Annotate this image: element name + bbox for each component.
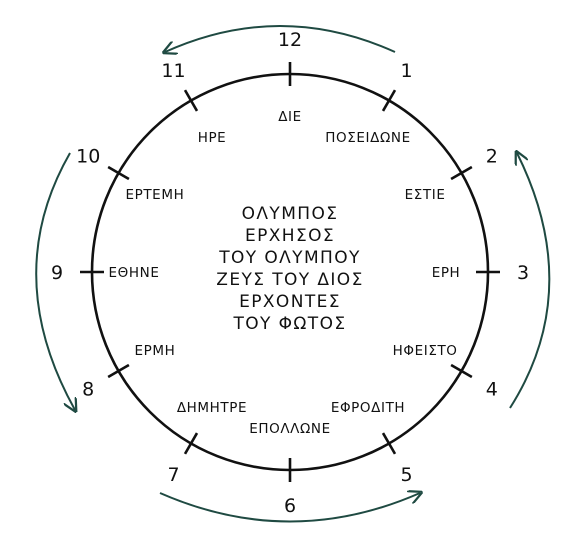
hour-number: 9 (51, 262, 63, 284)
hour-number: 8 (82, 379, 94, 401)
center-line: ΕΡΧΗΣΟΣ (245, 226, 335, 246)
center-line: ΖΕΥΣ ΤΟΥ ΔΙΟΣ (216, 270, 363, 290)
hour-deity-name: ΠΟΣΕΙΔΩΝΕ (325, 130, 410, 146)
hour-deity-name: ΔΗΜΗΤΡΕ (177, 400, 247, 416)
hour-deity-name: ΕΦΡΟΔΙΤΗ (331, 400, 405, 416)
hour-tick (450, 363, 473, 379)
hour-deity-name: ΕΡΤΕΜΗ (125, 187, 184, 203)
cycle-arrows (35, 25, 551, 523)
center-line: ΟΛΥΜΠΟΣ (242, 204, 339, 224)
hour-tick (381, 432, 397, 455)
hour-number: 2 (486, 146, 498, 168)
hour-tick (107, 165, 130, 181)
hour-tick (183, 89, 199, 112)
hour-number: 7 (167, 464, 179, 486)
hour-deity-name: ΕΣΤΙΕ (405, 187, 446, 203)
hour-deity-name: ΔΙΕ (278, 109, 302, 125)
left-arc-arrow (35, 152, 75, 410)
hour-deity-name: ΕΠΟΛΛΩΝΕ (249, 421, 331, 437)
center-line: ΤΟΥ ΦΩΤΟΣ (232, 314, 346, 334)
bottom-arc-arrow (159, 493, 420, 523)
hour-number: 5 (400, 464, 412, 486)
hour-tick (381, 89, 397, 112)
hour-tick (183, 432, 199, 455)
right-arc-arrow (509, 153, 551, 409)
center-line: ΕΡΧΟΝΤΕΣ (239, 292, 341, 312)
hour-number: 11 (161, 60, 185, 82)
top-arc-arrow (165, 25, 396, 52)
hour-deity-name: ΕΡΗ (432, 265, 461, 281)
hour-number: 6 (284, 495, 296, 517)
center-inscription: ΟΛΥΜΠΟΣ ΕΡΧΗΣΟΣ ΤΟΥ ΟΛΥΜΠΟΥ ΖΕΥΣ ΤΟΥ ΔΙΟ… (216, 204, 363, 334)
hour-number: 1 (400, 60, 412, 82)
hour-deity-name: ΗΡΕ (198, 130, 227, 146)
hour-tick (450, 165, 473, 181)
hour-deity-name: ΕΘΗΝΕ (109, 265, 160, 281)
hour-deity-name: ΕΡΜΗ (134, 343, 175, 359)
hour-deity-name: ΗΦΕΙΣΤΟ (393, 343, 458, 359)
hour-number: 12 (278, 29, 302, 51)
center-line: ΤΟΥ ΟΛΥΜΠΟΥ (218, 248, 361, 268)
hour-tick (107, 363, 130, 379)
hour-number: 3 (517, 262, 529, 284)
hour-number: 4 (486, 379, 498, 401)
hour-number: 10 (76, 146, 100, 168)
